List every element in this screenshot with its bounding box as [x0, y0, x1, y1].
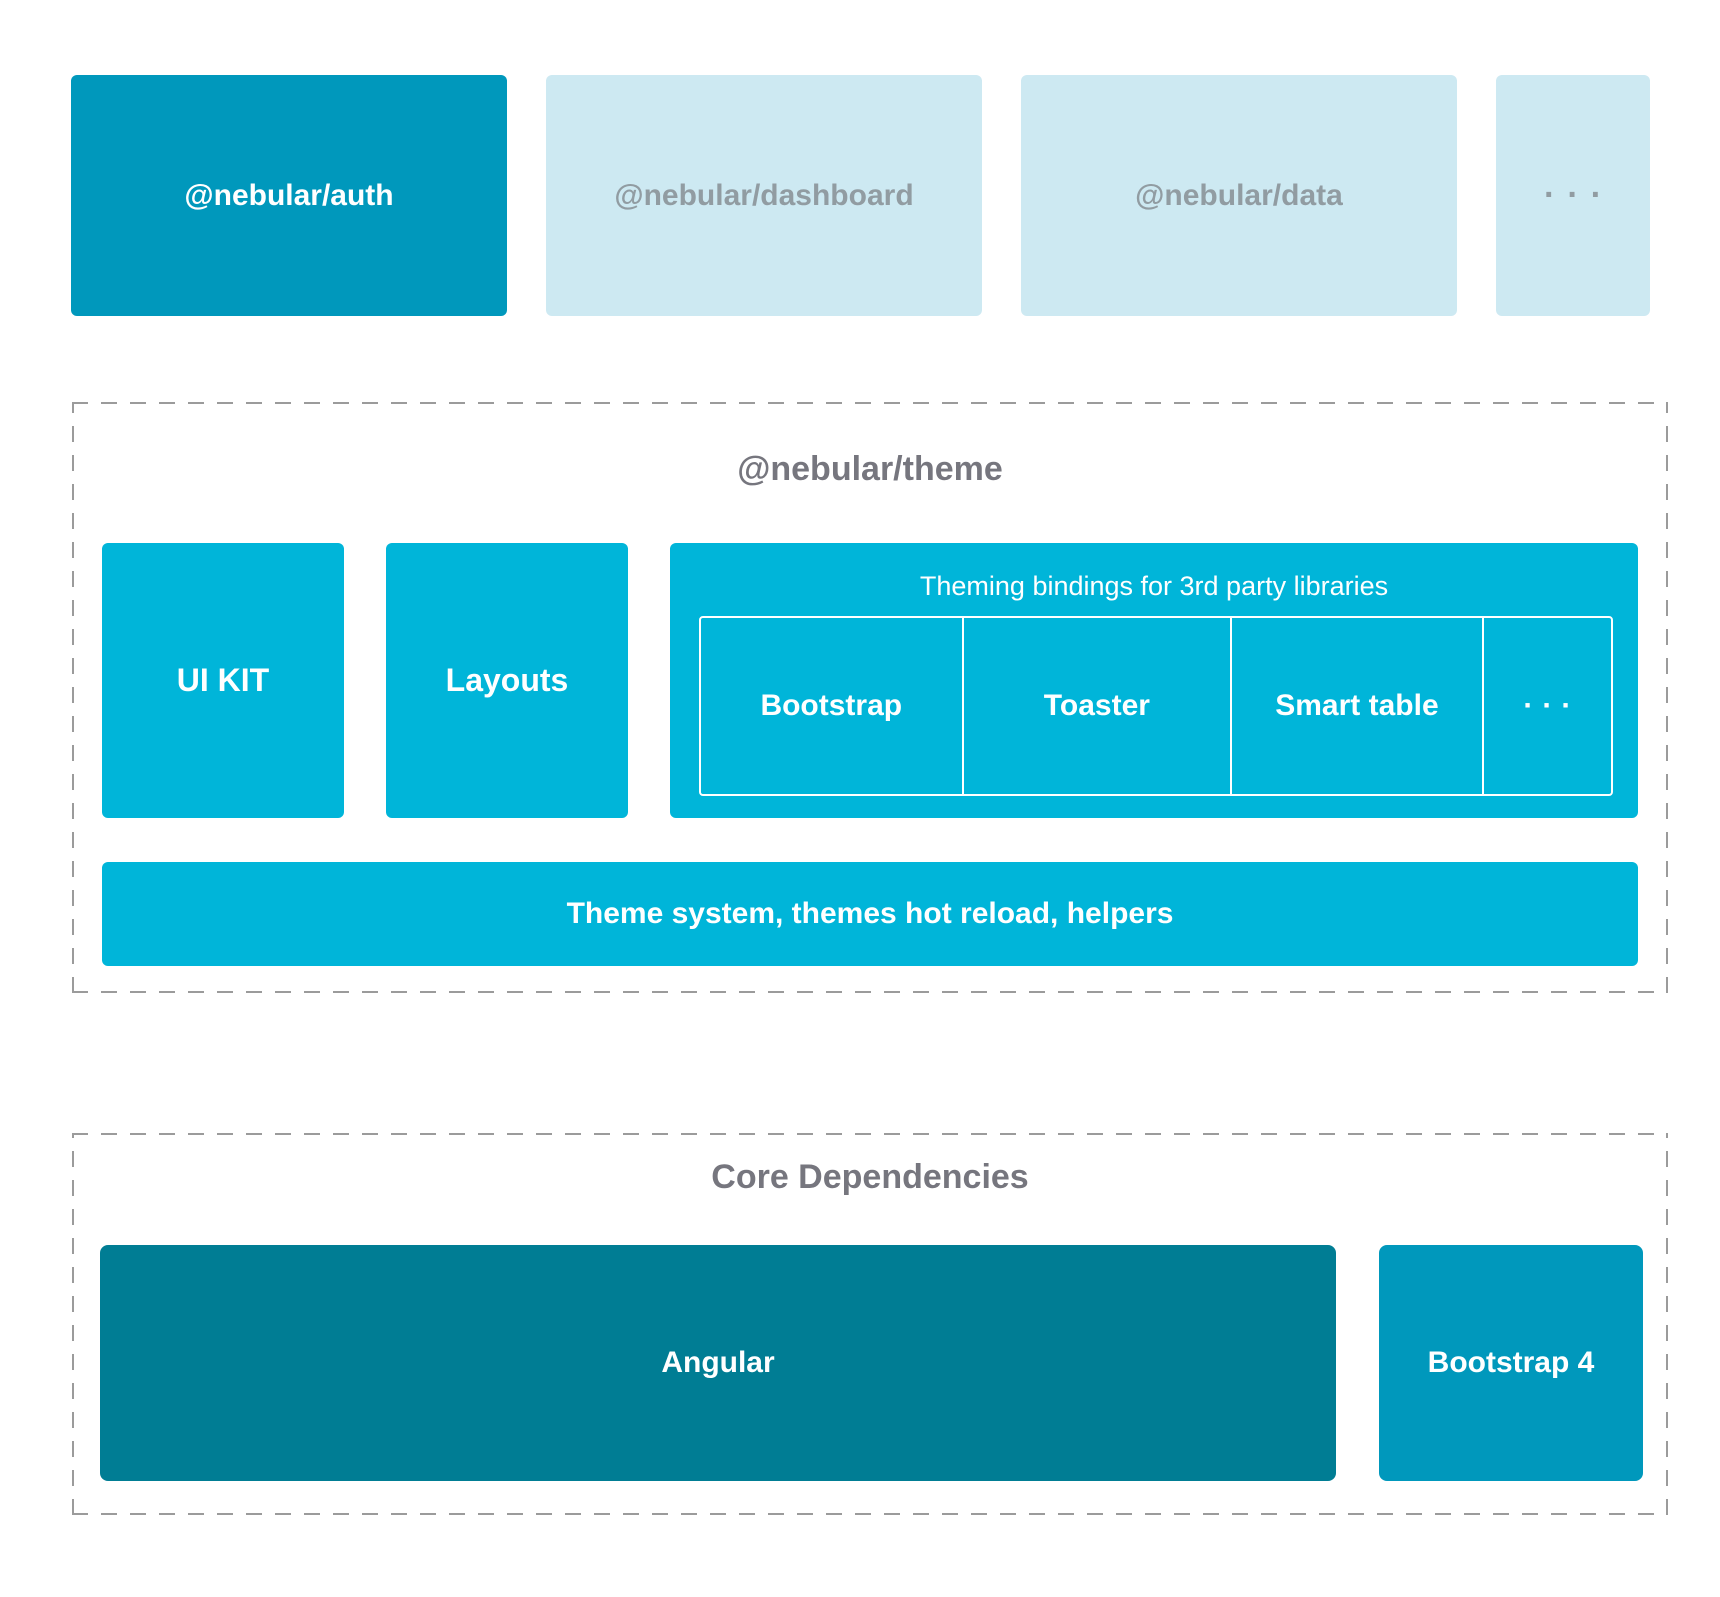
theming-bindings-title: Theming bindings for 3rd party libraries: [919, 571, 1389, 601]
binding-toaster-label: Toaster: [1043, 689, 1150, 722]
binding-bootstrap-label: Bootstrap: [760, 689, 903, 722]
angular-label: Angular: [661, 1346, 775, 1379]
ui-kit-block: UI KIT: [102, 543, 344, 818]
ellipsis-icon: ···: [1523, 689, 1581, 722]
package-nebular-dashboard: @nebular/dashboard: [546, 75, 982, 316]
binding-cell-bootstrap: Bootstrap: [701, 618, 964, 794]
ui-kit-label: UI KIT: [176, 662, 270, 698]
binding-cell-smart-table: Smart table: [1232, 618, 1484, 794]
binding-cell-more: ···: [1484, 618, 1611, 794]
package-more: ···: [1496, 75, 1650, 316]
theming-bindings-table: Bootstrap Toaster Smart table ···: [699, 616, 1613, 796]
theme-package-container: @nebular/theme UI KIT Layouts Theming bi…: [72, 402, 1668, 993]
theming-bindings-block: Theming bindings for 3rd party libraries…: [670, 543, 1638, 818]
theme-system-bar: Theme system, themes hot reload, helpers: [102, 862, 1638, 966]
package-nebular-data: @nebular/data: [1021, 75, 1457, 316]
package-nebular-auth: @nebular/auth: [71, 75, 507, 316]
core-dependencies-container: Core Dependencies Angular Bootstrap 4: [72, 1133, 1668, 1515]
package-nebular-auth-label: @nebular/auth: [184, 178, 394, 212]
bootstrap4-block: Bootstrap 4: [1379, 1245, 1643, 1481]
layouts-block: Layouts: [386, 543, 628, 818]
package-nebular-data-label: @nebular/data: [1135, 178, 1343, 212]
layouts-label: Layouts: [445, 662, 569, 698]
binding-cell-toaster: Toaster: [964, 618, 1233, 794]
ellipsis-icon: ···: [1544, 176, 1614, 214]
bootstrap4-label: Bootstrap 4: [1427, 1346, 1595, 1379]
angular-block: Angular: [100, 1245, 1336, 1481]
theme-package-title: @nebular/theme: [737, 450, 1003, 488]
package-nebular-dashboard-label: @nebular/dashboard: [614, 178, 914, 212]
binding-smart-table-label: Smart table: [1275, 689, 1439, 722]
core-dependencies-title: Core Dependencies: [711, 1158, 1029, 1196]
theme-system-bar-label: Theme system, themes hot reload, helpers: [566, 897, 1174, 930]
